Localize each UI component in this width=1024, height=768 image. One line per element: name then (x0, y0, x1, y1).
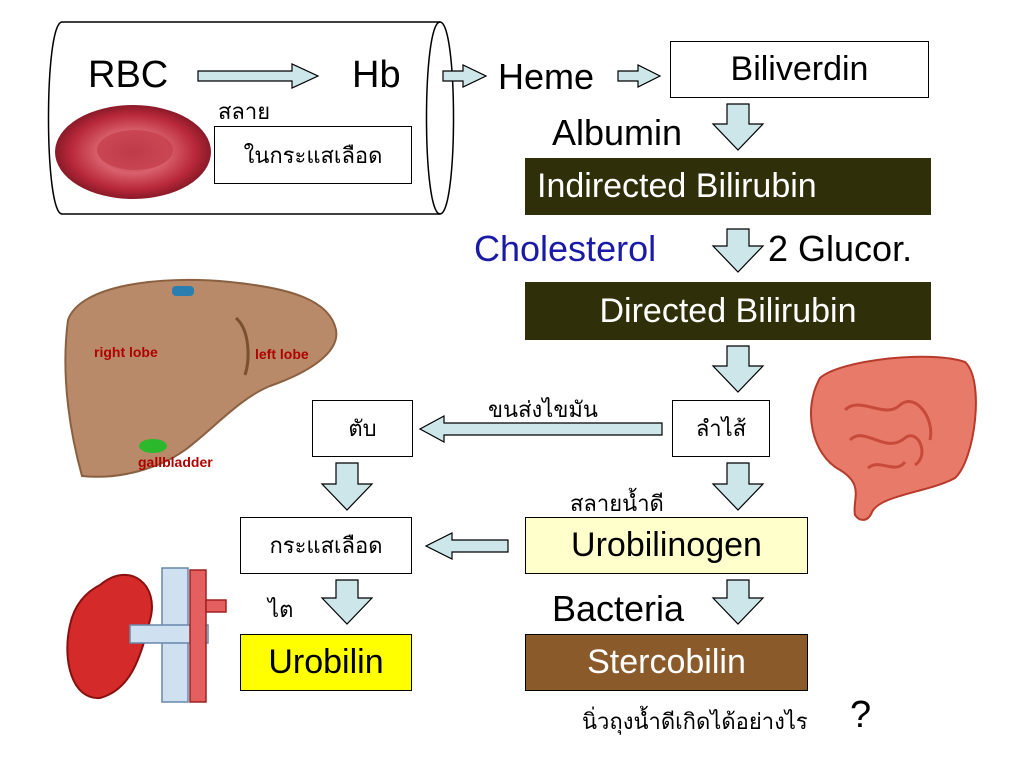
albumin-label: Albumin (552, 112, 683, 153)
hb-label: Hb (352, 54, 401, 96)
rbc-label: RBC (88, 54, 169, 96)
in-blood-box: ในกระแสเลือด (214, 126, 412, 184)
direct-bilirubin-box: Directed Bilirubin (525, 282, 931, 340)
stercobilin-box: Stercobilin (525, 634, 808, 691)
indirect-bilirubin-box: Indirected Bilirubin (525, 158, 931, 215)
biliverdin-box: Biliverdin (670, 41, 929, 98)
gallstone-question: นิ่วถุงน้ำดีเกิดได้อย่างไร (582, 710, 808, 735)
blood-box: กระแสเลือด (240, 517, 412, 574)
cholesterol-label: Cholesterol (474, 228, 657, 269)
right-lobe-label: right lobe (94, 344, 158, 360)
left-lobe-label: left lobe (255, 346, 309, 362)
urobilinogen-box: Urobilinogen (525, 517, 808, 574)
heme-label: Heme (498, 56, 595, 97)
kidney-label: ไต (268, 598, 294, 623)
fat-transport-label: ขนส่งไขมัน (488, 398, 598, 423)
gallbladder-label: gallbladder (138, 454, 213, 470)
liver-box: ตับ (312, 400, 413, 457)
question-mark: ? (850, 694, 872, 736)
intestine-box: ลำไส้ (672, 400, 770, 457)
glucor-label: 2 Glucor. (768, 228, 913, 269)
bile-lyse-label: สลายน้ำดี (570, 492, 664, 517)
urobilin-box: Urobilin (240, 634, 412, 691)
lyse-label: สลาย (218, 100, 271, 125)
bacteria-label: Bacteria (552, 588, 685, 629)
